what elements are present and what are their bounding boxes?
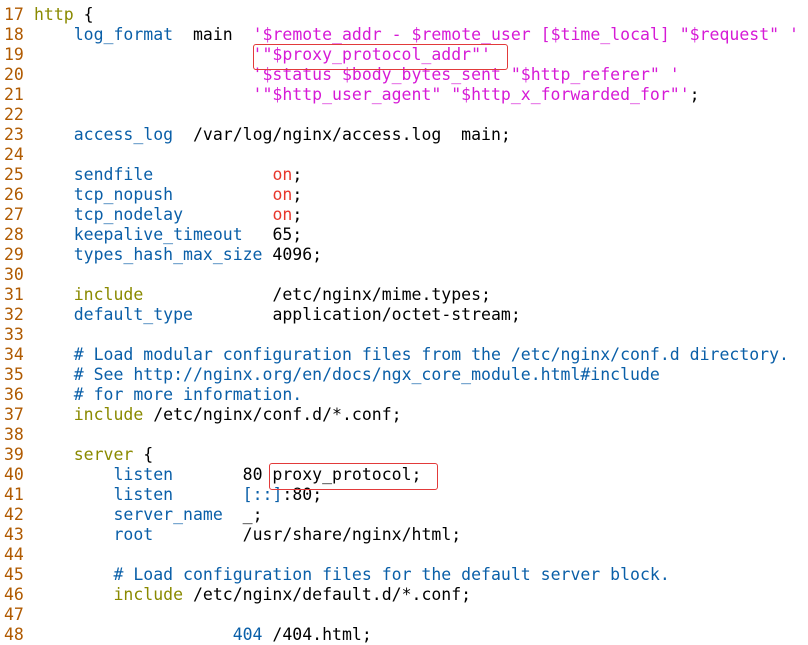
- code-line[interactable]: 43 root /usr/share/nginx/html;: [0, 525, 808, 545]
- line-number: 17: [4, 5, 24, 24]
- line-code: access_log /var/log/nginx/access.log mai…: [73, 125, 511, 144]
- line-code: listen 80 proxy_protocol;: [113, 465, 422, 484]
- line-number: 29: [4, 245, 24, 264]
- line-number: 18: [4, 25, 24, 44]
- line-code: include /etc/nginx/default.d/*.conf;: [113, 585, 472, 604]
- code-line[interactable]: 18 log_format main '$remote_addr - $remo…: [0, 25, 808, 45]
- line-number: 33: [4, 325, 24, 344]
- line-number: 34: [4, 345, 24, 364]
- code-line[interactable]: 35 # See http://nginx.org/en/docs/ngx_co…: [0, 365, 808, 385]
- code-line[interactable]: 19 '"$proxy_protocol_addr"': [0, 45, 808, 65]
- code-line[interactable]: 23 access_log /var/log/nginx/access.log …: [0, 125, 808, 145]
- line-number: 37: [4, 405, 24, 424]
- line-code: '"$proxy_protocol_addr"': [252, 45, 491, 64]
- line-number: 43: [4, 525, 24, 544]
- code-line[interactable]: 47: [0, 605, 808, 625]
- code-line[interactable]: 28 keepalive_timeout 65;: [0, 225, 808, 245]
- line-code: log_format main '$remote_addr - $remote_…: [73, 25, 799, 44]
- line-code: http {: [34, 5, 94, 24]
- code-line[interactable]: 21 '"$http_user_agent" "$http_x_forwarde…: [0, 85, 808, 105]
- line-number: 19: [4, 45, 24, 64]
- code-line[interactable]: 22: [0, 105, 808, 125]
- line-code: server {: [73, 445, 154, 464]
- code-line[interactable]: 38: [0, 425, 808, 445]
- code-line[interactable]: 30: [0, 265, 808, 285]
- line-number: 22: [4, 105, 24, 124]
- line-code: # Load configuration files for the defau…: [113, 565, 670, 584]
- line-code: include /etc/nginx/conf.d/*.conf;: [73, 405, 402, 424]
- line-number: 35: [4, 365, 24, 384]
- code-line[interactable]: 41 listen [::]:80;: [0, 485, 808, 505]
- line-number: 47: [4, 605, 24, 624]
- line-number: 31: [4, 285, 24, 304]
- line-code: root /usr/share/nginx/html;: [113, 525, 462, 544]
- code-line[interactable]: 27 tcp_nodelay on;: [0, 205, 808, 225]
- line-number: 30: [4, 265, 24, 284]
- code-line[interactable]: 26 tcp_nopush on;: [0, 185, 808, 205]
- line-number: 46: [4, 585, 24, 604]
- line-number: 42: [4, 505, 24, 524]
- code-line[interactable]: 46 include /etc/nginx/default.d/*.conf;: [0, 585, 808, 605]
- code-line[interactable]: 29 types_hash_max_size 4096;: [0, 245, 808, 265]
- line-code: keepalive_timeout 65;: [73, 225, 303, 244]
- line-number: 26: [4, 185, 24, 204]
- line-code: server_name _;: [113, 505, 263, 524]
- line-code: sendfile on;: [73, 165, 303, 184]
- code-line[interactable]: 32 default_type application/octet-stream…: [0, 305, 808, 325]
- line-number: 24: [4, 145, 24, 164]
- code-line[interactable]: 20 '$status $body_bytes_sent "$http_refe…: [0, 65, 808, 85]
- code-line[interactable]: 48 404 /404.html;: [0, 625, 808, 645]
- line-code: tcp_nopush on;: [73, 185, 303, 204]
- line-number: 48: [4, 625, 24, 644]
- line-code: '$status $body_bytes_sent "$http_referer…: [252, 65, 680, 84]
- line-number: 45: [4, 565, 24, 584]
- code-line[interactable]: 36 # for more information.: [0, 385, 808, 405]
- line-code: listen [::]:80;: [113, 485, 323, 504]
- line-code: tcp_nodelay on;: [73, 205, 303, 224]
- code-line[interactable]: 33: [0, 325, 808, 345]
- line-code: # See http://nginx.org/en/docs/ngx_core_…: [73, 365, 660, 384]
- line-code: default_type application/octet-stream;: [73, 305, 521, 324]
- code-line[interactable]: 31 include /etc/nginx/mime.types;: [0, 285, 808, 305]
- line-number: 23: [4, 125, 24, 144]
- line-number: 41: [4, 485, 24, 504]
- code-line[interactable]: 39 server {: [0, 445, 808, 465]
- line-code: types_hash_max_size 4096;: [73, 245, 323, 264]
- line-number: 21: [4, 85, 24, 104]
- line-number: 44: [4, 545, 24, 564]
- code-line[interactable]: 40 listen 80 proxy_protocol;: [0, 465, 808, 485]
- code-line[interactable]: 24: [0, 145, 808, 165]
- line-number: 28: [4, 225, 24, 244]
- code-line[interactable]: 17 http {: [0, 5, 808, 25]
- line-code: include /etc/nginx/mime.types;: [73, 285, 491, 304]
- code-line[interactable]: 37 include /etc/nginx/conf.d/*.conf;: [0, 405, 808, 425]
- line-number: 36: [4, 385, 24, 404]
- line-code: '"$http_user_agent" "$http_x_forwarded_f…: [252, 85, 700, 104]
- code-line[interactable]: 45 # Load configuration files for the de…: [0, 565, 808, 585]
- code-line[interactable]: 44: [0, 545, 808, 565]
- line-code: # Load modular configuration files from …: [73, 345, 789, 364]
- line-number: 39: [4, 445, 24, 464]
- code-line[interactable]: 34 # Load modular configuration files fr…: [0, 345, 808, 365]
- line-number: 32: [4, 305, 24, 324]
- line-number: 38: [4, 425, 24, 444]
- line-number: 25: [4, 165, 24, 184]
- code-line[interactable]: 42 server_name _;: [0, 505, 808, 525]
- line-code: # for more information.: [73, 385, 303, 404]
- line-number: 27: [4, 205, 24, 224]
- code-line[interactable]: 25 sendfile on;: [0, 165, 808, 185]
- line-code: 404 /404.html;: [232, 625, 372, 644]
- line-number: 40: [4, 465, 24, 484]
- line-number: 20: [4, 65, 24, 84]
